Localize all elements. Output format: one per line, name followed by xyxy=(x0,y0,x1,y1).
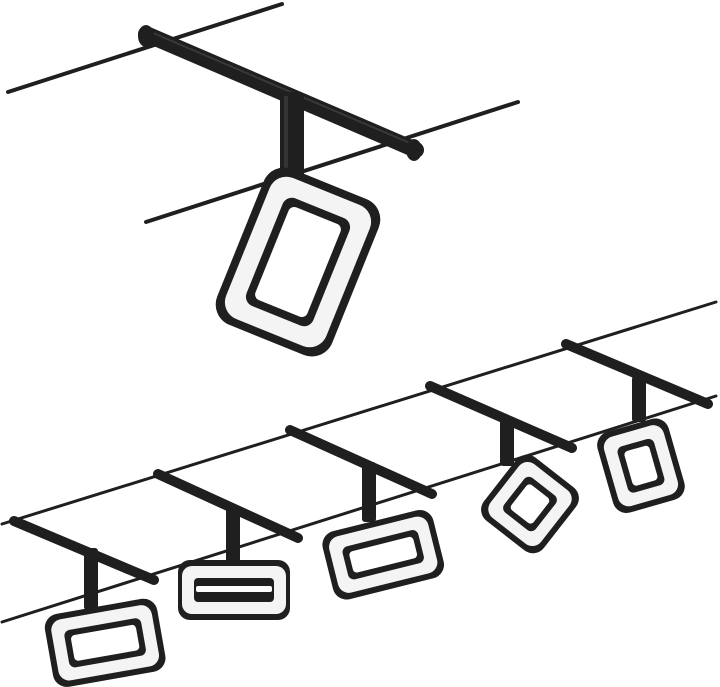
hero-cable-upper xyxy=(6,2,284,94)
spotlight-5 xyxy=(561,339,713,513)
hero-bar-cap-left xyxy=(138,25,154,47)
cable-lower xyxy=(0,394,718,624)
spotlight-3 xyxy=(285,425,445,600)
hero-bar-cap-right xyxy=(406,139,422,161)
hero-light-head xyxy=(215,167,381,357)
hero-cable-lower xyxy=(144,100,520,224)
hero-cross-bar xyxy=(138,26,424,158)
cable-upper xyxy=(0,300,718,526)
spotlight-4 xyxy=(425,381,579,554)
spotlight-1 xyxy=(9,516,166,687)
hero-spotlight xyxy=(6,2,520,357)
spotlight-2 xyxy=(153,469,303,620)
cable-system xyxy=(0,300,718,687)
